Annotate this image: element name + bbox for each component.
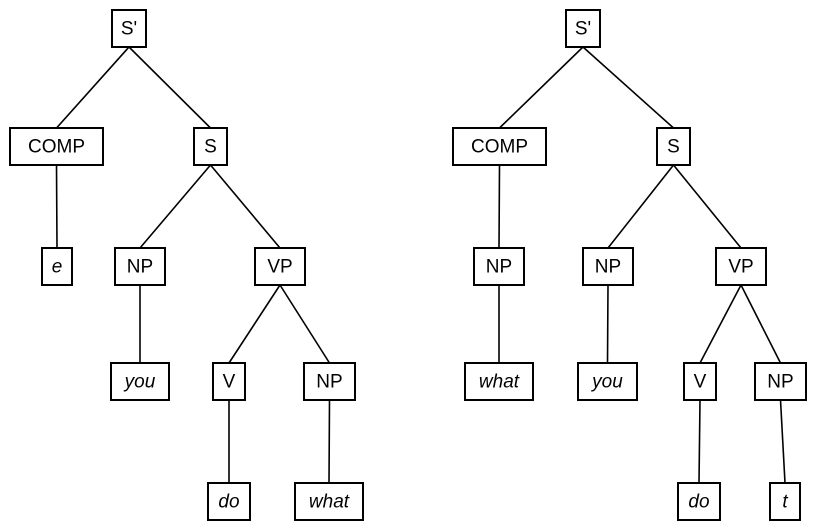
node-box-L-S xyxy=(193,127,228,166)
node-box-L-e xyxy=(41,247,73,286)
tree-node-L-COMP[interactable]: COMP xyxy=(9,127,104,166)
tree-node-R-what[interactable]: what xyxy=(464,362,534,401)
tree-edge-R-NP2-to-R-t xyxy=(779,399,786,484)
tree-node-R-COMP[interactable]: COMP xyxy=(452,127,547,166)
tree-node-R-do[interactable]: do xyxy=(677,482,721,521)
node-label-R-what: what xyxy=(479,372,520,393)
node-label-L-Sbar: S' xyxy=(121,19,137,40)
node-box-L-NP1 xyxy=(114,247,166,286)
tree-node-R-NP2[interactable]: NP xyxy=(754,362,807,401)
node-label-R-NP0: NP xyxy=(486,257,512,278)
tree-node-L-you[interactable]: you xyxy=(110,362,170,401)
tree-edge-R-V-to-R-do xyxy=(698,399,701,484)
tree-node-R-V[interactable]: V xyxy=(683,362,717,401)
tree-edge-R-S-to-R-NP1 xyxy=(607,164,675,249)
node-box-R-do xyxy=(677,482,721,521)
tree-node-R-Sbar[interactable]: S' xyxy=(565,9,601,48)
node-label-R-VP: VP xyxy=(728,257,753,278)
tree-edge-L-Sbar-to-L-S xyxy=(128,46,212,129)
tree-edge-L-S-to-L-NP1 xyxy=(139,164,212,249)
node-box-L-VP xyxy=(254,247,306,286)
tree-node-L-e[interactable]: e xyxy=(41,247,73,286)
tree-edge-L-S-to-L-VP xyxy=(209,164,281,249)
tree-edge-L-VP-to-L-NP2 xyxy=(279,284,331,364)
node-box-R-NP1 xyxy=(582,247,634,286)
node-label-L-V: V xyxy=(223,372,236,393)
tree-edge-R-NP1-to-R-you xyxy=(606,284,609,364)
tree-node-L-NP2[interactable]: NP xyxy=(303,362,356,401)
tree-edge-L-COMP-to-L-e xyxy=(55,164,58,249)
node-label-R-COMP: COMP xyxy=(471,137,528,158)
node-box-R-S xyxy=(656,127,691,166)
node-label-L-e: e xyxy=(52,257,63,278)
node-label-L-COMP: COMP xyxy=(28,137,85,158)
tree-node-R-NP0[interactable]: NP xyxy=(473,247,525,286)
tree-edge-R-COMP-to-R-NP0 xyxy=(498,164,501,249)
tree-node-L-NP1[interactable]: NP xyxy=(114,247,166,286)
node-label-R-NP2: NP xyxy=(767,372,793,393)
tree-edge-R-S-to-R-VP xyxy=(672,164,742,249)
tree-node-R-S[interactable]: S xyxy=(656,127,691,166)
tree-node-L-VP[interactable]: VP xyxy=(254,247,306,286)
tree-edge-R-Sbar-to-R-S xyxy=(582,46,675,129)
tree-edge-R-VP-to-R-NP2 xyxy=(740,284,782,364)
node-box-L-do xyxy=(207,482,251,521)
node-label-L-NP1: NP xyxy=(127,257,153,278)
node-box-L-what xyxy=(294,482,364,521)
edge-group xyxy=(55,46,331,484)
node-label-L-what: what xyxy=(309,492,350,513)
edge-group xyxy=(498,46,786,484)
node-label-R-V: V xyxy=(694,372,707,393)
tree-node-R-t[interactable]: t xyxy=(769,482,801,521)
node-box-R-V xyxy=(683,362,717,401)
tree-node-L-do[interactable]: do xyxy=(207,482,251,521)
node-label-L-do: do xyxy=(218,492,239,513)
node-box-L-Sbar xyxy=(111,9,147,48)
node-label-L-you: you xyxy=(123,372,156,393)
tree-node-R-NP1[interactable]: NP xyxy=(582,247,634,286)
node-label-R-do: do xyxy=(688,492,709,513)
node-label-L-VP: VP xyxy=(267,257,292,278)
tree-edge-L-VP-to-L-V xyxy=(228,284,281,364)
node-box-R-COMP xyxy=(452,127,547,166)
tree-node-L-what[interactable]: what xyxy=(294,482,364,521)
node-box-L-V xyxy=(212,362,246,401)
node-box-L-NP2 xyxy=(303,362,356,401)
tree-edge-L-Sbar-to-L-COMP xyxy=(55,46,130,129)
tree-node-L-S[interactable]: S xyxy=(193,127,228,166)
node-box-L-you xyxy=(110,362,170,401)
node-label-R-NP1: NP xyxy=(595,257,621,278)
tree-node-L-V[interactable]: V xyxy=(212,362,246,401)
node-box-R-t xyxy=(769,482,801,521)
node-box-R-what xyxy=(464,362,534,401)
node-label-R-t: t xyxy=(782,492,788,513)
tree-node-R-you[interactable]: you xyxy=(577,362,638,401)
tree-right-tree: S' COMP S NP NP VP what you V NP do t xyxy=(452,9,807,521)
node-label-R-Sbar: S' xyxy=(575,19,591,40)
tree-edge-L-NP2-to-L-what xyxy=(328,399,331,484)
node-box-L-COMP xyxy=(9,127,104,166)
node-box-R-NP2 xyxy=(754,362,807,401)
node-label-R-you: you xyxy=(590,372,623,393)
tree-edge-R-Sbar-to-R-COMP xyxy=(498,46,584,129)
tree-node-L-Sbar[interactable]: S' xyxy=(111,9,147,48)
node-box-R-VP xyxy=(715,247,767,286)
node-label-L-S: S xyxy=(204,137,217,158)
tree-node-R-VP[interactable]: VP xyxy=(715,247,767,286)
node-label-R-S: S xyxy=(667,137,680,158)
tree-edge-R-VP-to-R-V xyxy=(699,284,742,364)
node-box-R-NP0 xyxy=(473,247,525,286)
node-box-R-you xyxy=(577,362,638,401)
node-box-R-Sbar xyxy=(565,9,601,48)
node-label-L-NP2: NP xyxy=(316,372,342,393)
